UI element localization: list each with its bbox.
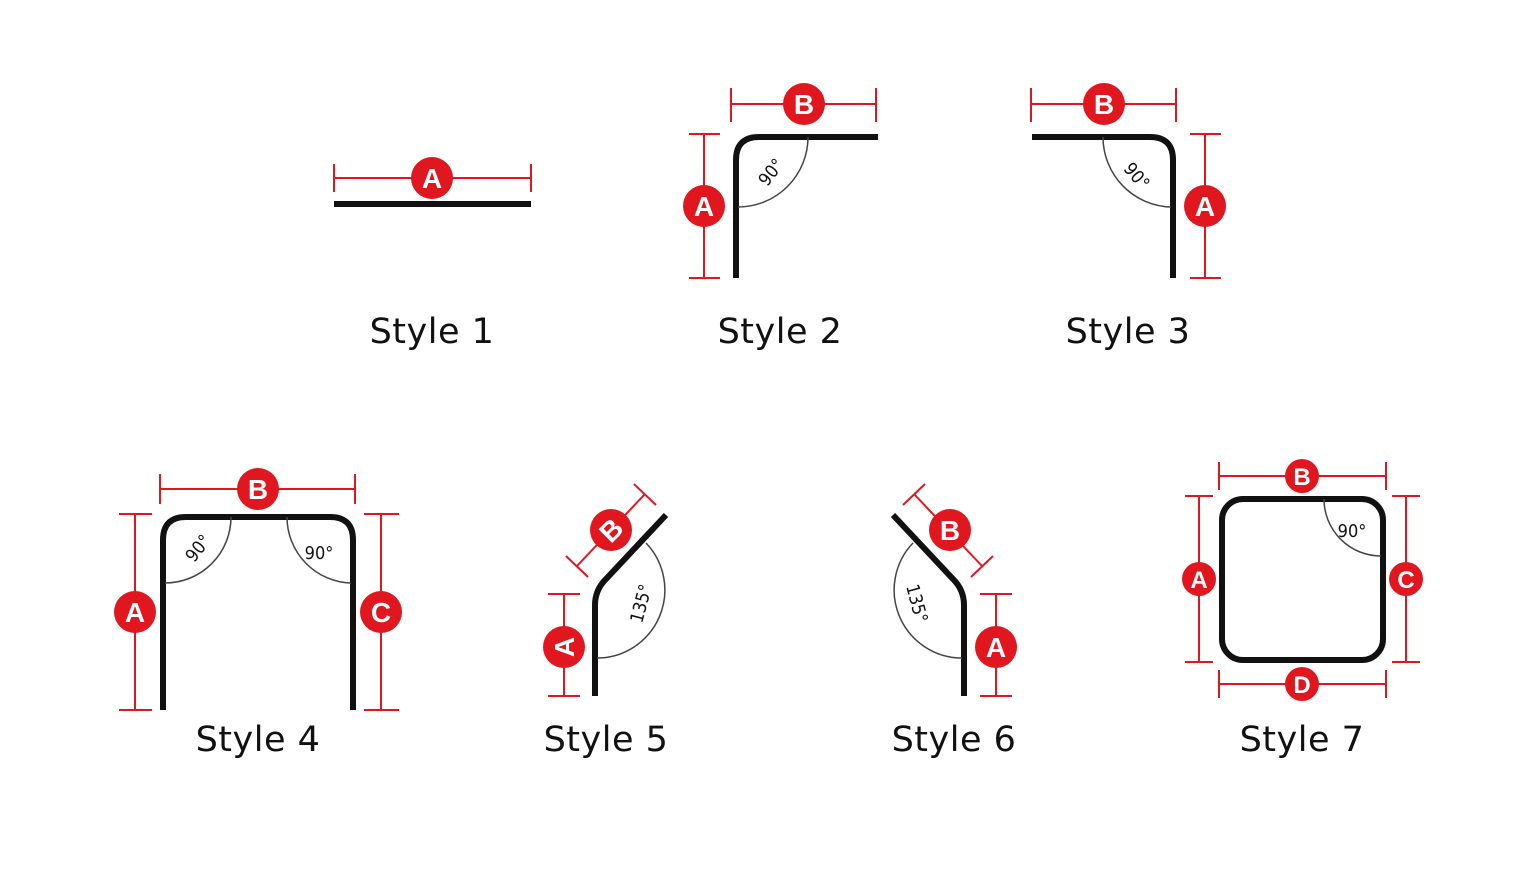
style-4-angle-label-right: 90° bbox=[305, 543, 334, 564]
style-5-bar bbox=[592, 512, 669, 696]
svg-text:B: B bbox=[940, 515, 960, 546]
style-5-angle-arc bbox=[596, 542, 666, 659]
style-7-title: Style 7 bbox=[1239, 720, 1365, 760]
style-3-diagram: 90° B A bbox=[1030, 83, 1226, 279]
style-2-angle-arc bbox=[737, 136, 809, 208]
style-3-bar bbox=[1032, 134, 1176, 278]
svg-text:A: A bbox=[1190, 567, 1207, 594]
style-2-angle-label: 90° bbox=[755, 155, 789, 191]
style-7-badge-c: C bbox=[1389, 562, 1423, 596]
style-2-badge-a: A bbox=[683, 185, 725, 227]
svg-text:B: B bbox=[794, 89, 814, 120]
style-2-bar bbox=[733, 134, 878, 278]
style-7-badge-b: B bbox=[1285, 459, 1319, 493]
svg-text:B: B bbox=[248, 474, 268, 505]
style-5-badge-b: B bbox=[590, 509, 632, 551]
style-3-title: Style 3 bbox=[1065, 312, 1191, 352]
style-7-angle-label: 90° bbox=[1338, 521, 1367, 542]
style-3-angle-arc bbox=[1102, 136, 1172, 208]
style-5-diagram: 135° B A bbox=[543, 483, 669, 697]
style-6-badge-b: B bbox=[929, 509, 971, 551]
style-1-title: Style 1 bbox=[369, 312, 495, 352]
style-7-bar bbox=[1219, 496, 1386, 663]
style-6-bar bbox=[890, 512, 967, 696]
style-4-angle-arc-left bbox=[164, 516, 232, 584]
style-4-angle-label-left: 90° bbox=[182, 531, 216, 567]
svg-text:A: A bbox=[986, 632, 1006, 663]
style-2-diagram: 90° B A bbox=[683, 83, 878, 279]
style-6-angle-arc bbox=[893, 542, 963, 659]
style-6-title: Style 6 bbox=[891, 720, 1017, 760]
style-1-diagram: A bbox=[333, 157, 532, 207]
style-4-angle-arc-right bbox=[286, 516, 352, 584]
svg-text:A: A bbox=[422, 163, 442, 194]
svg-text:C: C bbox=[1397, 567, 1414, 594]
style-3-badge-b: B bbox=[1083, 83, 1125, 125]
style-4-badge-b: B bbox=[237, 468, 279, 510]
style-5-badge-a: A bbox=[543, 626, 585, 668]
svg-text:A: A bbox=[1195, 191, 1215, 222]
style-2-badge-b: B bbox=[783, 83, 825, 125]
style-6-angle-label: 135° bbox=[901, 582, 931, 625]
style-7-badge-d: D bbox=[1285, 667, 1319, 701]
style-4-diagram: 90° 90° B A C bbox=[114, 468, 402, 711]
style-4-badge-a: A bbox=[114, 591, 156, 633]
style-6-diagram: 135° B A bbox=[890, 483, 1017, 697]
style-6-badge-a: A bbox=[975, 626, 1017, 668]
style-4-title: Style 4 bbox=[195, 720, 321, 760]
style-7-badge-a: A bbox=[1182, 562, 1216, 596]
style-3-badge-a: A bbox=[1184, 185, 1226, 227]
svg-text:A: A bbox=[125, 597, 145, 628]
svg-text:B: B bbox=[1094, 89, 1114, 120]
svg-text:B: B bbox=[1293, 464, 1310, 491]
svg-text:D: D bbox=[1293, 672, 1310, 699]
style-1-badge-a: A bbox=[411, 157, 453, 199]
svg-text:C: C bbox=[371, 597, 391, 628]
style-5-angle-label: 135° bbox=[626, 582, 656, 625]
svg-text:A: A bbox=[549, 637, 580, 657]
svg-text:A: A bbox=[694, 191, 714, 222]
style-4-badge-c: C bbox=[360, 591, 402, 633]
style-3-angle-label: 90° bbox=[1119, 159, 1154, 194]
style-2-title: Style 2 bbox=[717, 312, 843, 352]
style-7-angle-arc bbox=[1323, 498, 1382, 557]
style-7-diagram: 90° B D A bbox=[1182, 459, 1423, 701]
style-4-bar bbox=[160, 514, 356, 710]
style-5-title: Style 5 bbox=[543, 720, 669, 760]
